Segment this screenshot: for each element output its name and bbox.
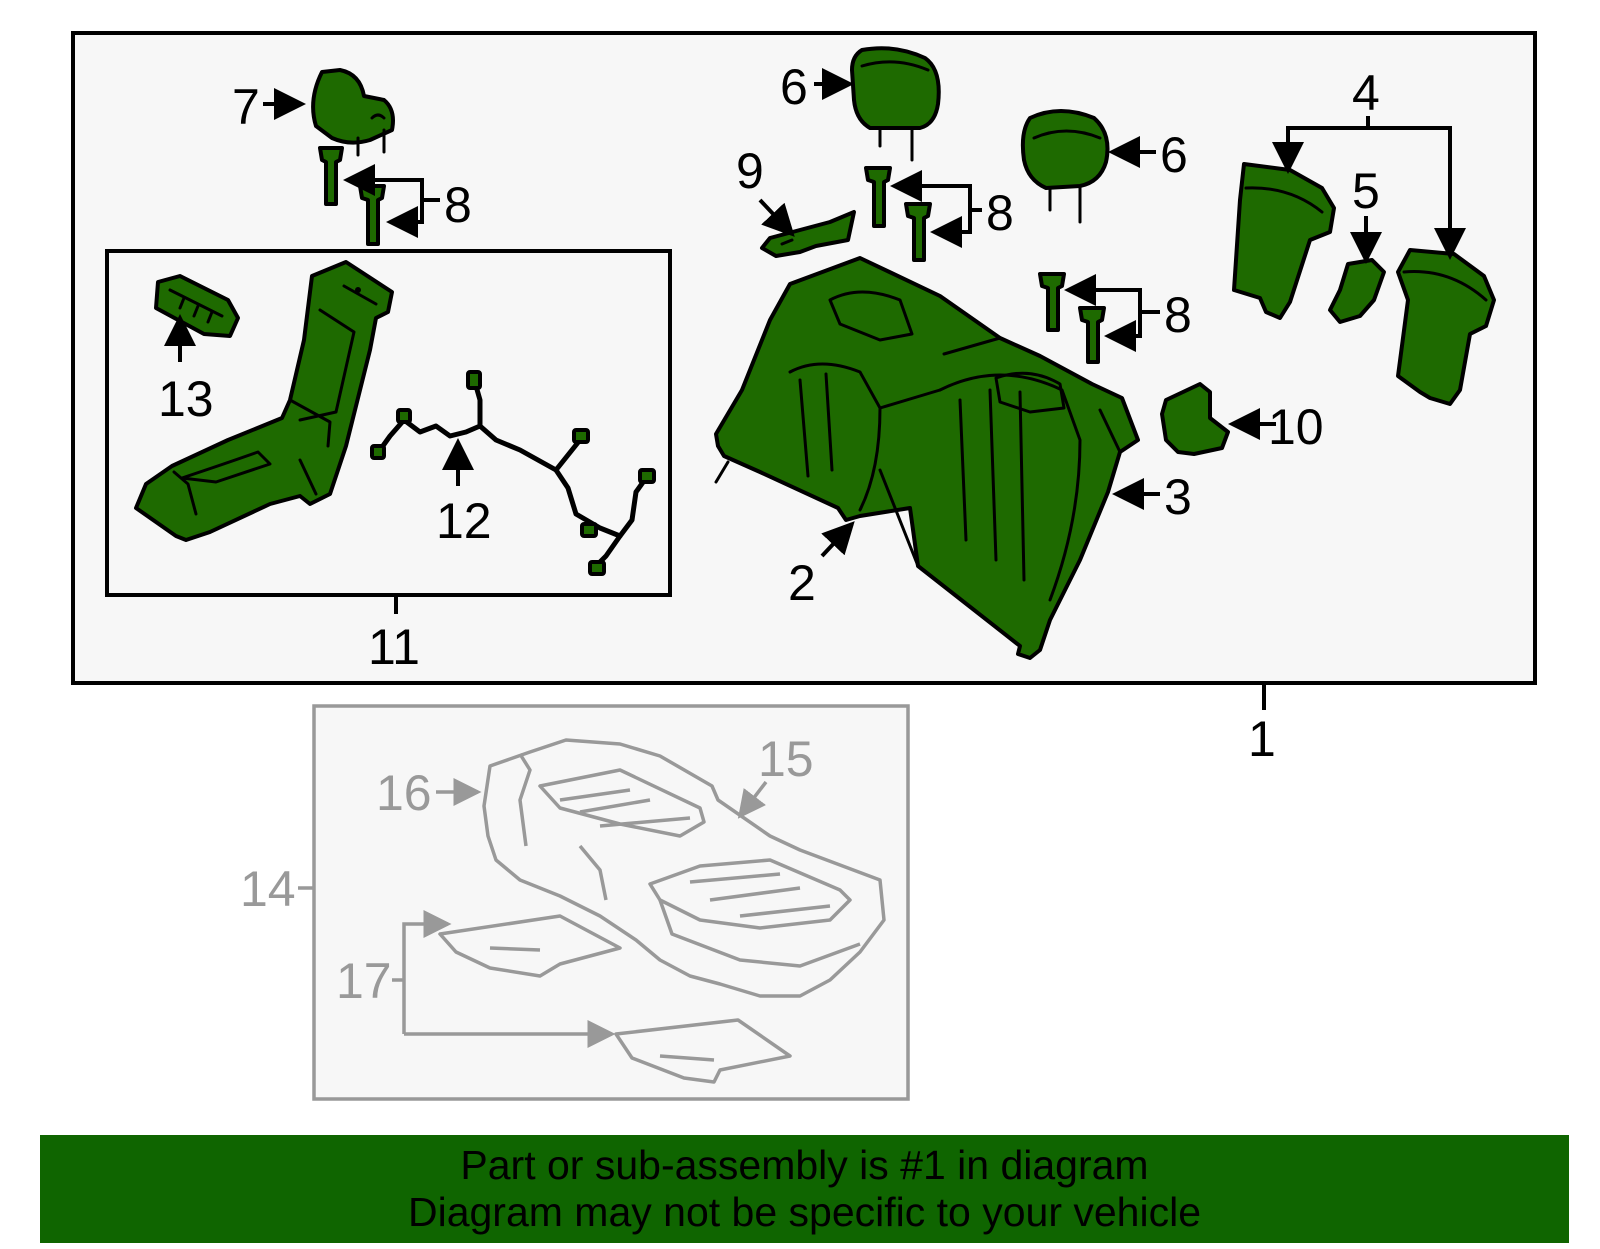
clip-5[interactable] — [1328, 258, 1386, 324]
leader-4b — [1368, 126, 1466, 260]
cushion-pad-17a — [438, 914, 622, 978]
trim-10[interactable] — [1160, 382, 1230, 456]
callout-8-right: 8 — [1164, 287, 1192, 343]
leader-8b-2 — [930, 210, 972, 248]
callout-12: 12 — [436, 493, 492, 549]
callout-14: 14 — [240, 861, 296, 917]
headrest-guide-8c[interactable] — [1038, 272, 1106, 364]
callout-9: 9 — [736, 143, 764, 199]
leader-15 — [737, 780, 768, 819]
callout-17: 17 — [336, 953, 392, 1009]
headrest-guide-8a[interactable] — [318, 146, 386, 246]
leader-9 — [758, 198, 795, 237]
leader-8c-2 — [1104, 312, 1142, 352]
armrest-11[interactable] — [134, 260, 394, 542]
side-bolster-4-left[interactable] — [1232, 162, 1336, 320]
callout-16: 16 — [376, 765, 432, 821]
callout-2: 2 — [788, 555, 816, 611]
leader-8b — [890, 170, 982, 212]
callout-6-right: 6 — [1160, 127, 1188, 183]
callout-5: 5 — [1352, 163, 1380, 219]
banner-line-2: Diagram may not be specific to your vehi… — [407, 1189, 1201, 1235]
callout-1: 1 — [1248, 711, 1276, 767]
bracket-9[interactable] — [760, 210, 856, 258]
seat-back-2-3[interactable] — [714, 256, 1140, 660]
callout-8-left: 8 — [444, 177, 472, 233]
seat-cushion-ghost — [482, 738, 886, 998]
leader-2 — [820, 521, 855, 558]
cushion-pad-17b — [614, 1018, 792, 1084]
callout-4: 4 — [1352, 65, 1380, 121]
info-banner: Part or sub-assembly is #1 in diagram Di… — [40, 1135, 1569, 1243]
headrest-6-right[interactable] — [1020, 109, 1110, 224]
callout-7: 7 — [232, 79, 260, 135]
wire-harness-12[interactable] — [370, 370, 656, 576]
banner-line-1: Part or sub-assembly is #1 in diagram — [460, 1142, 1149, 1188]
leader-8a-2 — [386, 200, 424, 238]
callout-3: 3 — [1164, 469, 1192, 525]
callout-10: 10 — [1268, 399, 1324, 455]
callout-6-center: 6 — [780, 59, 808, 115]
leader-8a — [343, 164, 440, 202]
headrest-7[interactable] — [311, 68, 395, 157]
leader-8c — [1064, 274, 1160, 314]
leader-4a — [1272, 116, 1370, 174]
callout-11: 11 — [368, 619, 420, 675]
side-bolster-4-right[interactable] — [1396, 248, 1496, 406]
callout-8-center: 8 — [986, 185, 1014, 241]
callout-13: 13 — [158, 371, 214, 427]
switch-13[interactable] — [154, 274, 240, 338]
headrest-guide-8b[interactable] — [864, 166, 932, 262]
leader-17a — [402, 910, 452, 1034]
callout-15: 15 — [758, 731, 814, 787]
